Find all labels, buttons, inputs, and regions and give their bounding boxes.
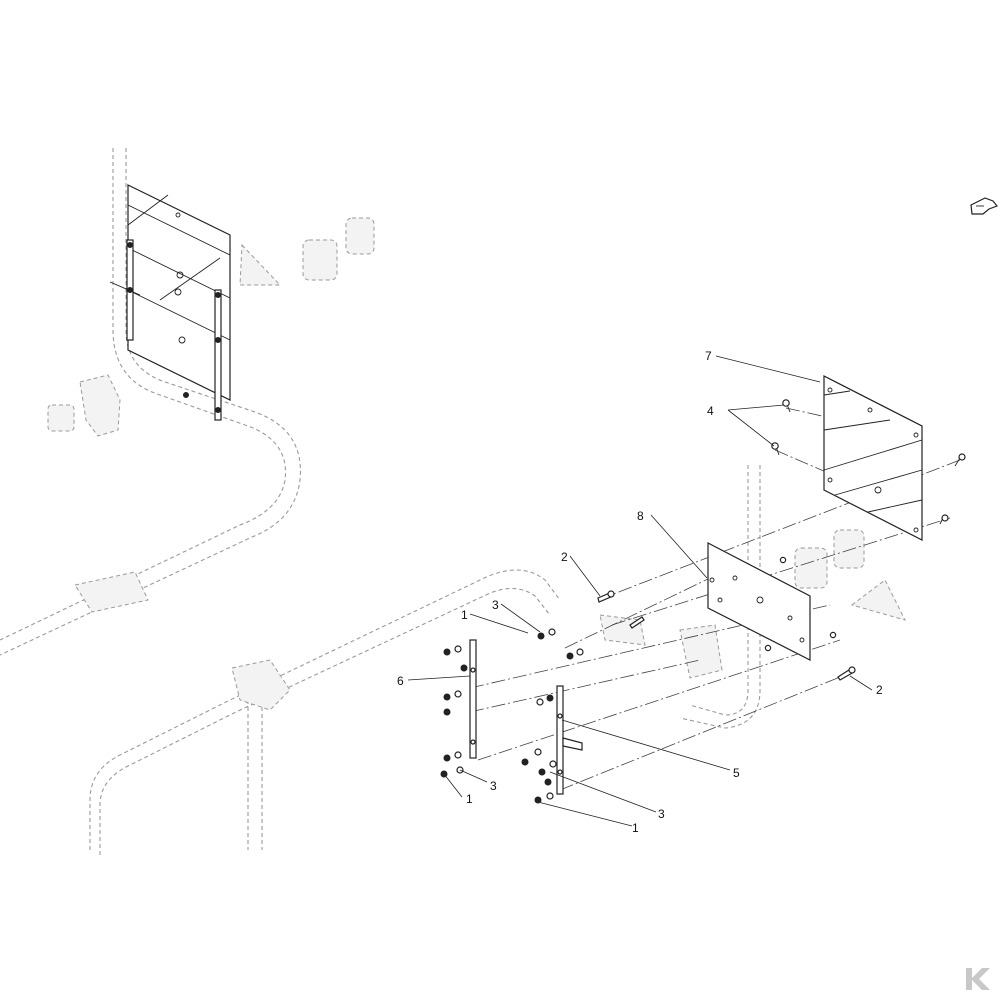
callout-leaders (407, 355, 873, 827)
part-5-t-bracket (556, 685, 583, 795)
bolt-2-lower (837, 666, 856, 681)
left-sign-plate (109, 184, 231, 421)
bolt-4-lower (771, 442, 780, 456)
callout-3-left: 3 (490, 779, 497, 793)
left-context-assembly (0, 148, 375, 656)
bolt-4-upper (782, 399, 791, 413)
center-lines (469, 407, 961, 791)
bolt-right-upper (954, 453, 966, 467)
part-8-mount-plate (707, 542, 811, 661)
nuts-and-washers (440, 628, 584, 804)
callout-8: 8 (637, 509, 644, 523)
hand-pointer-arrow-icon[interactable] (970, 197, 998, 215)
callout-labels: 7 4 8 2 2 3 1 6 3 1 5 3 1 (397, 349, 883, 835)
callout-3-lower: 3 (658, 807, 665, 821)
callout-5: 5 (733, 766, 740, 780)
callout-7: 7 (705, 349, 712, 363)
bolt-right-lower (939, 514, 949, 525)
callout-1-lower: 1 (632, 821, 639, 835)
callout-3-upper: 3 (492, 598, 499, 612)
main-context-frame (89, 465, 906, 855)
callout-6: 6 (397, 674, 404, 688)
k-logo-icon (966, 968, 990, 990)
part-7-warning-sign (823, 375, 923, 541)
part-6-bracket (469, 639, 477, 759)
bolts (597, 399, 966, 681)
callout-1-upper: 1 (461, 608, 468, 622)
bolt-mid (629, 616, 645, 629)
bolt-2-upper (597, 590, 615, 603)
callout-4: 4 (707, 404, 714, 418)
callout-2-lower: 2 (876, 683, 883, 697)
bolt-small-right (764, 556, 837, 652)
callout-1-left: 1 (466, 792, 473, 806)
callout-2-upper: 2 (561, 550, 568, 564)
